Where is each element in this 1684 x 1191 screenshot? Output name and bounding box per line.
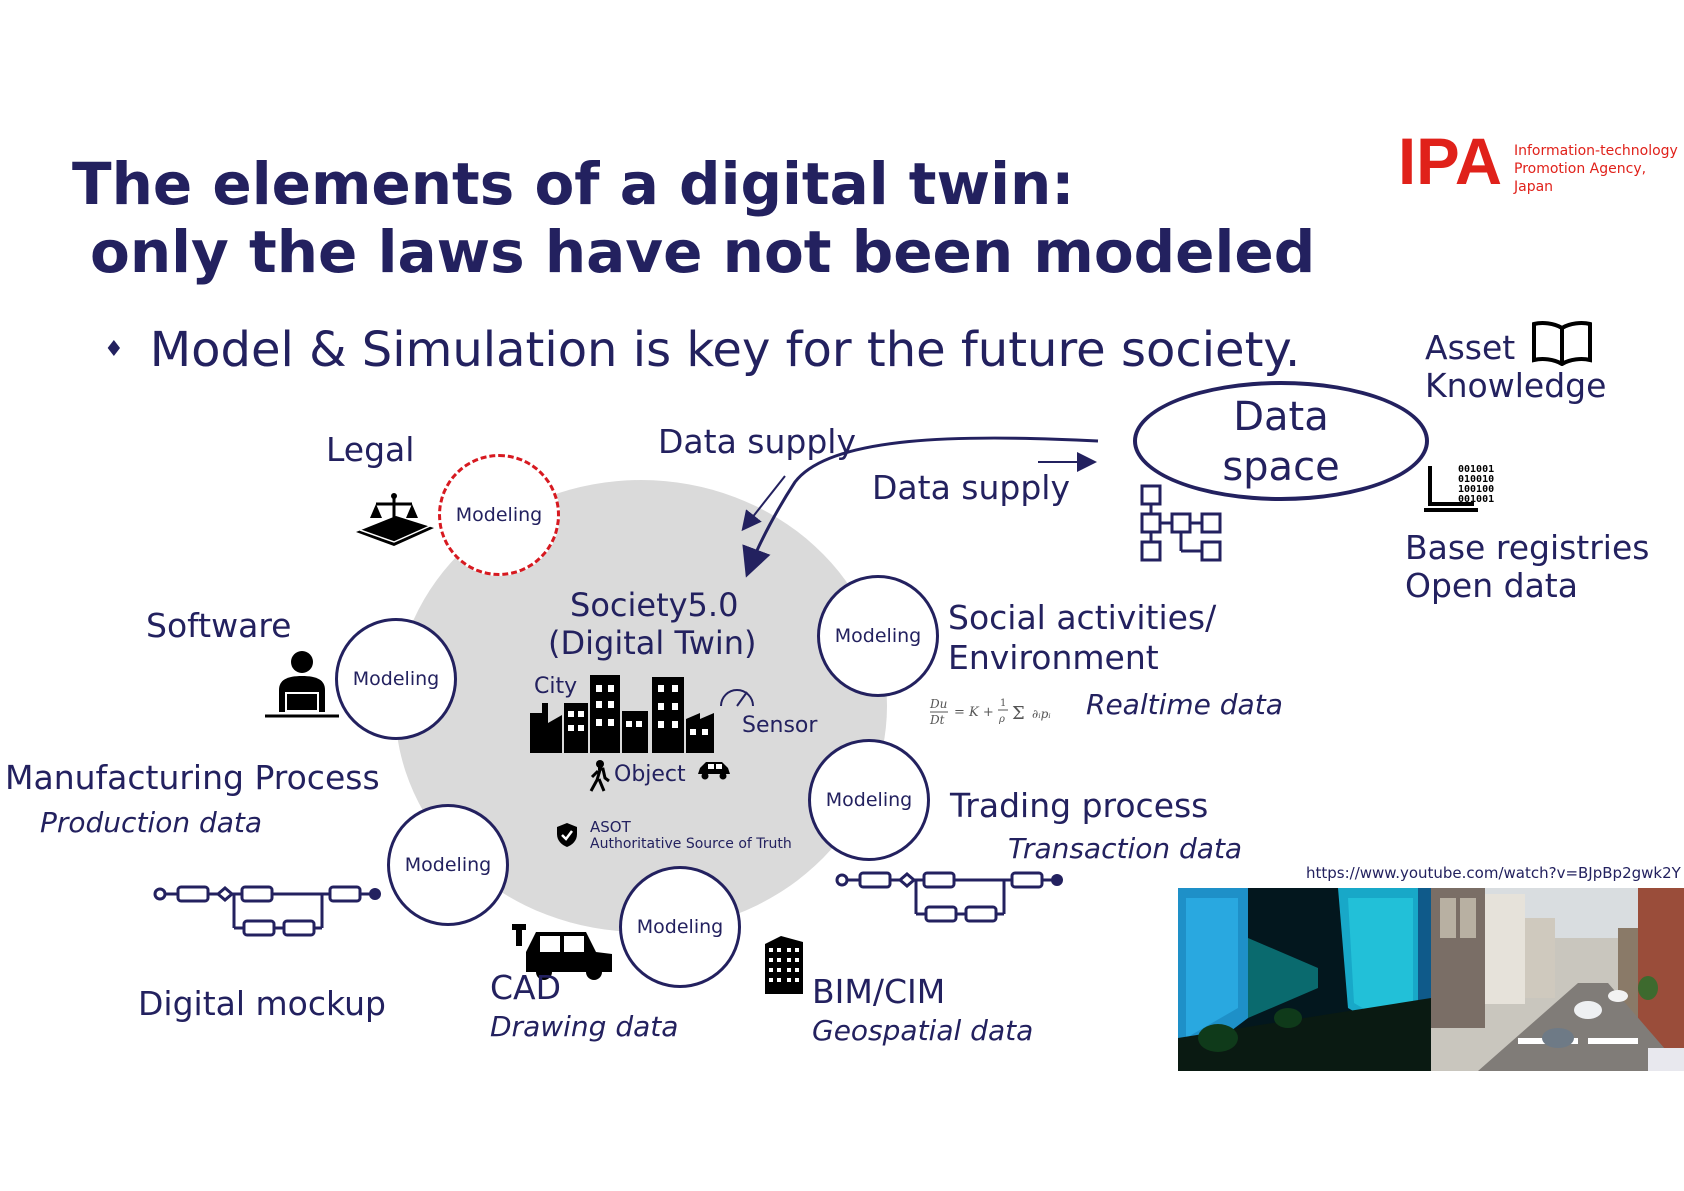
modeling-bubble-trading: Modeling xyxy=(808,739,930,861)
page-title: The elements of a digital twin: only the… xyxy=(72,150,1315,286)
svg-text:ρ: ρ xyxy=(998,714,1005,725)
geospatial-data-label: Geospatial data xyxy=(812,1014,1034,1047)
svg-text:010010: 010010 xyxy=(1458,474,1494,485)
svg-text:001001: 001001 xyxy=(1458,494,1494,505)
data-space-line-1: Data xyxy=(1233,394,1329,440)
svg-text:Du: Du xyxy=(929,697,947,711)
realtime-data-label: Realtime data xyxy=(1086,688,1283,721)
base-registries-label: Base registries xyxy=(1405,528,1650,567)
svg-text:001001: 001001 xyxy=(1458,464,1494,475)
legal-book-icon xyxy=(356,493,434,546)
equation-image: Du Dt = K + 1 ρ Σ ∂ᵢpᵢ xyxy=(929,697,1051,727)
society-title-line-2: (Digital Twin) xyxy=(548,624,757,662)
manufacturing-label: Manufacturing Process xyxy=(5,758,380,797)
legal-label: Legal xyxy=(326,430,415,469)
software-label: Software xyxy=(146,606,292,645)
modeling-bubble-software: Modeling xyxy=(335,618,457,740)
production-data-label: Production data xyxy=(40,806,263,839)
title-line-2: only the laws have not been modeled xyxy=(90,218,1316,286)
ipa-logo-text: Information-technology Promotion Agency,… xyxy=(1514,143,1678,195)
data-supply-arrow-down xyxy=(741,475,786,532)
video-thumbnails[interactable] xyxy=(1178,888,1684,1071)
bim-label: BIM/CIM xyxy=(812,972,946,1011)
data-supply-label-2: Data supply xyxy=(872,468,1070,507)
modeling-bubble-social: Modeling xyxy=(817,575,939,697)
svg-text:IPA: IPA xyxy=(1398,130,1502,188)
data-supply-label-1: Data supply xyxy=(658,422,856,461)
svg-text:= K +: = K + xyxy=(954,705,994,720)
digital-mockup-label: Digital mockup xyxy=(138,984,386,1023)
modeling-bubble-cad: Modeling xyxy=(619,866,741,988)
bullet-diamond-icon: ♦ xyxy=(104,337,124,362)
social-label-line-1: Social activities/ xyxy=(948,598,1217,637)
title-line-1: The elements of a digital twin: xyxy=(72,150,1075,218)
asset-label: Asset xyxy=(1425,328,1516,367)
trading-label: Trading process xyxy=(950,786,1209,825)
process-flow-icon xyxy=(153,885,381,937)
social-label-line-2: Environment xyxy=(948,638,1159,677)
ipa-logo: IPA xyxy=(1398,130,1502,188)
digital-twin-render-image xyxy=(1178,888,1684,1071)
svg-text:∂ᵢpᵢ: ∂ᵢpᵢ xyxy=(1032,707,1051,721)
car-icon xyxy=(512,924,612,980)
software-user-icon xyxy=(265,651,339,718)
svg-text:1: 1 xyxy=(1000,698,1006,709)
pedestrian-icon xyxy=(589,760,610,792)
data-space-ellipse xyxy=(1133,381,1429,501)
svg-text:100100: 100100 xyxy=(1458,484,1494,495)
bullet-point: ♦ Model & Simulation is key for the futur… xyxy=(104,322,1300,378)
open-data-label: Open data xyxy=(1405,566,1578,605)
book-icon xyxy=(1532,321,1592,366)
object-label: Object xyxy=(614,762,686,787)
sensor-gauge-icon xyxy=(720,689,754,707)
data-supply-curve-arrow xyxy=(742,436,1099,578)
network-grid-icon xyxy=(1140,484,1222,562)
sensor-label: Sensor xyxy=(742,713,818,738)
binary-laptop-icon: 001001 010010 100100 001001 xyxy=(1424,464,1494,512)
knowledge-label: Knowledge xyxy=(1425,366,1607,405)
bullet-text: Model & Simulation is key for the future… xyxy=(149,322,1301,378)
modeling-bubble-legal: Modeling xyxy=(438,454,560,576)
shield-icon xyxy=(557,823,577,847)
modeling-bubble-manufacturing: Modeling xyxy=(387,804,509,926)
city-label: City xyxy=(534,674,578,699)
svg-text:Dt: Dt xyxy=(929,713,945,727)
data-space-label: Data space xyxy=(1133,392,1429,492)
society-title-line-1: Society5.0 xyxy=(570,586,739,624)
transaction-data-label: Transaction data xyxy=(1008,832,1243,865)
cad-label: CAD xyxy=(490,968,562,1007)
asot-label: ASOT xyxy=(590,818,631,836)
car-small-icon xyxy=(698,762,730,780)
svg-text:Σ: Σ xyxy=(1012,703,1025,724)
building-icon xyxy=(765,936,803,994)
drawing-data-label: Drawing data xyxy=(490,1010,679,1043)
video-url[interactable]: https://www.youtube.com/watch?v=BJpBp2gw… xyxy=(1306,864,1681,882)
trading-process-flow-icon xyxy=(835,871,1063,923)
data-space-line-2: space xyxy=(1222,444,1340,490)
city-icon xyxy=(530,675,714,753)
asot-full-label: Authoritative Source of Truth xyxy=(590,836,792,852)
